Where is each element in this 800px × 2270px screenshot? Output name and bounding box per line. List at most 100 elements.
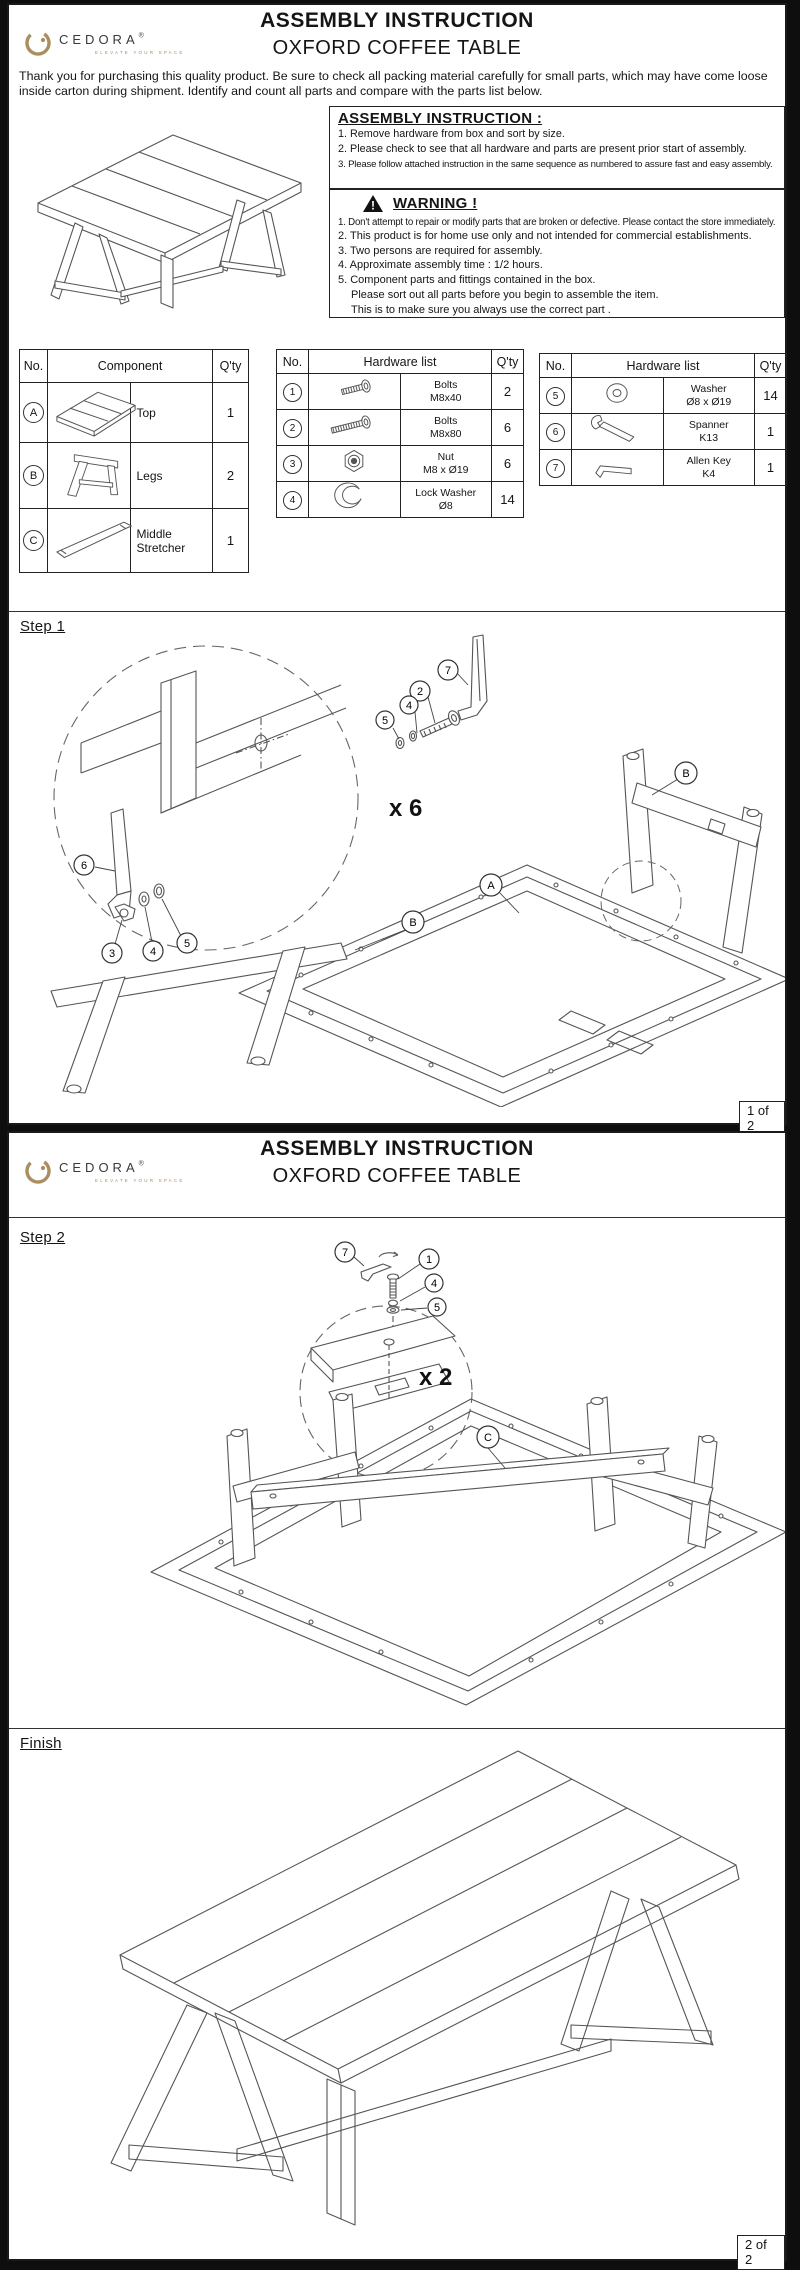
table-row: C Middle Stretcher 1 [19,508,249,573]
svg-text:5: 5 [382,715,388,727]
page-number: 2 of 2 [737,2235,785,2270]
hw-qty: 14 [491,481,524,518]
svg-text:3: 3 [109,948,115,960]
component-table: No. Component Q'ty A Top 1 B Legs 2 [19,349,249,573]
spanner-icon [591,415,635,442]
part-letter: A [23,402,44,423]
allen-key-icon [595,465,632,478]
bolt-icon [341,379,371,396]
hw-qty: 6 [491,445,524,482]
stretcher-thumbnail [56,521,132,559]
brand-tagline: ELEVATE YOUR SPACE [95,50,185,55]
col-qty: Q'ty [491,349,524,374]
col-hardware: Hardware list [571,353,755,378]
finish-diagram [110,1750,740,2226]
hw-spec: Ø8 [438,499,453,512]
svg-text:A: A [487,880,495,892]
intro-paragraph: Thank you for purchasing this quality pr… [19,69,768,98]
section-divider [9,611,785,612]
col-hardware: Hardware list [308,349,492,374]
part-letter: B [23,465,44,486]
hw-qty: 2 [491,373,524,410]
document-title: ASSEMBLY INSTRUCTION [260,9,534,32]
hw-name: Lock Washer [415,487,477,500]
svg-text:4: 4 [150,946,156,958]
hw-spec: M8 x Ø19 [422,463,469,476]
part-name: Middle Stretcher [129,508,213,573]
col-qty: Q'ty [754,353,787,378]
hw-number: 4 [283,490,302,510]
hw-name: Bolts [434,379,458,392]
hw-spec: M8x80 [429,427,462,440]
lock-washer-icon [334,482,362,509]
table-header-row: No. Hardware list Q'ty [276,349,524,374]
assembly-step: 3. Please follow attached instruction in… [338,158,773,170]
registered-mark: ® [138,1160,144,1168]
svg-text:!: ! [371,199,375,213]
hw-qty: 1 [754,413,787,450]
col-no: No. [19,349,48,383]
hw-name: Spanner [688,419,729,432]
document-title: ASSEMBLY INSTRUCTION [260,1137,534,1160]
cedora-crescent-icon [25,30,51,56]
brand-name: CEDORA [59,1160,139,1175]
table-row: A Top 1 [19,382,249,443]
hw-spec: K4 [702,467,716,480]
assembly-step: 1. Remove hardware from box and sort by … [338,128,565,140]
svg-text:7: 7 [342,1247,348,1259]
svg-text:5: 5 [184,938,190,950]
warning-item: 3. Two persons are required for assembly… [338,244,543,257]
warning-icon: ! [363,195,383,213]
part-qty: 1 [212,508,249,573]
section-divider [9,1728,785,1729]
hw-name: Nut [437,451,454,464]
assembly-instruction-box: ASSEMBLY INSTRUCTION : 1. Remove hardwar… [329,106,785,189]
step1-diagram: x 6 [50,634,785,1107]
svg-text:6: 6 [81,860,87,872]
hw-number: 1 [283,382,302,402]
svg-text:B: B [409,917,416,929]
hw-number: 5 [546,386,565,406]
part-qty: 2 [212,442,249,509]
table-header-row: No. Hardware list Q'ty [539,353,787,378]
part-name: Top [129,382,213,443]
brand-name: CEDORA [59,32,139,47]
step2-multiplier: x 2 [419,1364,452,1391]
product-name: OXFORD COFFEE TABLE [272,37,522,59]
hw-name: Allen Key [686,455,731,468]
hw-number: 7 [546,458,565,478]
brand-tagline: ELEVATE YOUR SPACE [95,1178,185,1183]
hw-qty: 1 [754,449,787,486]
svg-text:B: B [682,768,689,780]
svg-text:7: 7 [445,665,451,677]
hw-spec: Ø8 x Ø19 [686,395,732,408]
part-name: Legs [129,442,213,509]
table-row: B Legs 2 [19,442,249,509]
col-no: No. [276,349,309,374]
svg-text:2: 2 [417,686,423,698]
joint-detail-circle [600,860,682,942]
col-component: Component [47,349,213,383]
header-divider [9,1217,785,1218]
top-thumbnail [56,391,136,437]
hw-name: Bolts [434,415,458,428]
hw-qty: 14 [754,377,787,414]
warning-item: 1. Don't attempt to repair or modify par… [338,217,776,228]
hw-name: Washer [690,383,727,396]
cedora-logo: CEDORA® ELEVATE YOUR SPACE [25,27,185,59]
warning-box: ! WARNING ! 1. Don't attempt to repair o… [329,189,785,318]
hw-spec: K13 [699,431,719,444]
page-2: CEDORA® ELEVATE YOUR SPACE ASSEMBLY INST… [7,1131,787,2270]
step2-diagram: x 2 [150,1241,785,1706]
assembly-step: 2. Please check to see that all hardware… [338,143,747,156]
step2-label: Step 2 [20,1229,66,1246]
svg-text:4: 4 [431,1278,437,1290]
step1-label: Step 1 [20,618,66,635]
cedora-logo: CEDORA® ELEVATE YOUR SPACE [25,1155,185,1187]
legs-thumbnail [67,454,119,497]
